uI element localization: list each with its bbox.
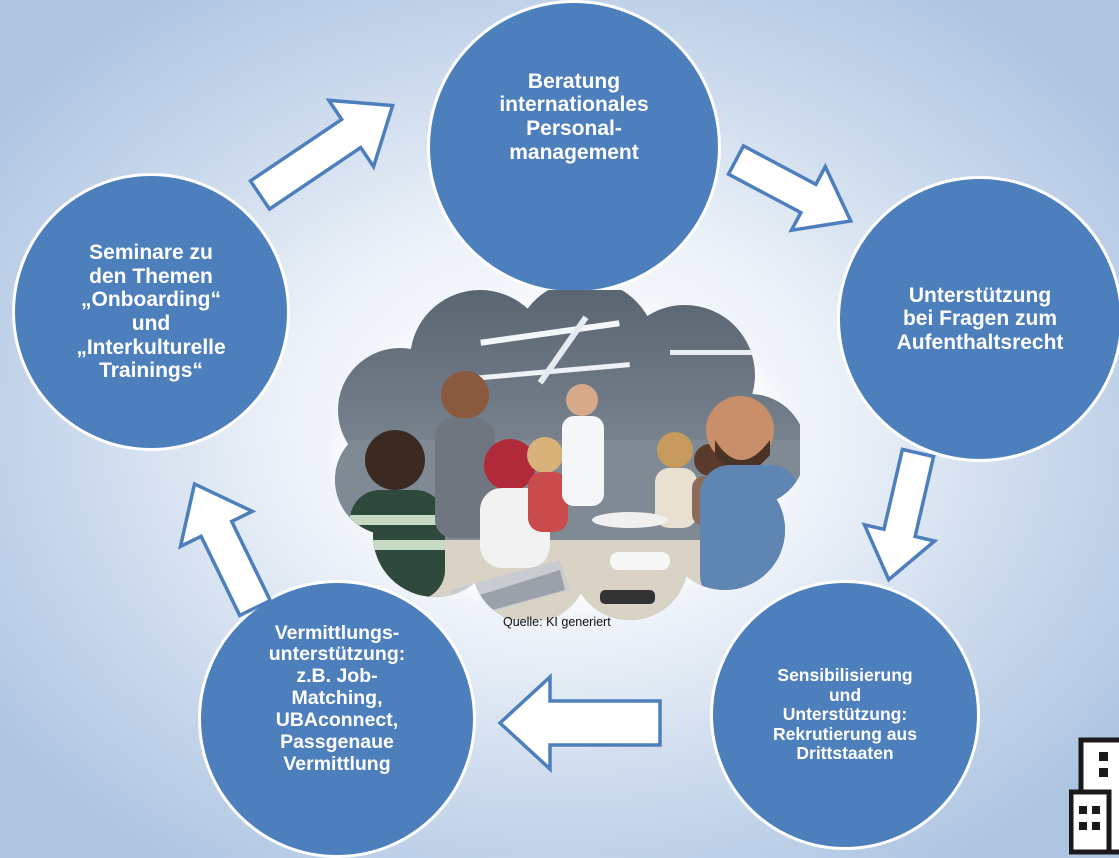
- arrow-rekrutierung-to-vermittlung: [497, 673, 662, 773]
- node-rekrutierung: Sensibilisierung und Unterstützung: Rekr…: [710, 580, 980, 850]
- photo-caption: Quelle: KI generiert: [503, 615, 611, 629]
- node-rekrutierung-label: Sensibilisierung und Unterstützung: Rekr…: [773, 665, 917, 764]
- arrow-beratung-to-aufenthaltsrecht: [726, 143, 854, 233]
- node-seminare: Seminare zu den Themen „Onboarding“ und …: [12, 173, 290, 451]
- node-aufenthaltsrecht-label: Unterstützung bei Fragen zum Aufenthalts…: [896, 283, 1064, 354]
- team-photo: [335, 290, 800, 620]
- node-vermittlung-label: Vermittlungs- unterstützung: z.B. Job- M…: [268, 621, 406, 775]
- arrow-vermittlung-to-seminare: [177, 481, 273, 618]
- building-icon: [1069, 737, 1119, 855]
- arrow-seminare-to-beratung: [248, 98, 395, 212]
- node-vermittlung: Vermittlungs- unterstützung: z.B. Job- M…: [198, 580, 476, 858]
- node-beratung-label: Beratung internationales Personal- manag…: [499, 69, 649, 164]
- arrow-aufenthaltsrecht-to-rekrutierung: [861, 447, 939, 583]
- node-beratung: Beratung internationales Personal- manag…: [427, 0, 721, 294]
- node-aufenthaltsrecht: Unterstützung bei Fragen zum Aufenthalts…: [837, 176, 1119, 462]
- node-seminare-label: Seminare zu den Themen „Onboarding“ und …: [76, 241, 226, 383]
